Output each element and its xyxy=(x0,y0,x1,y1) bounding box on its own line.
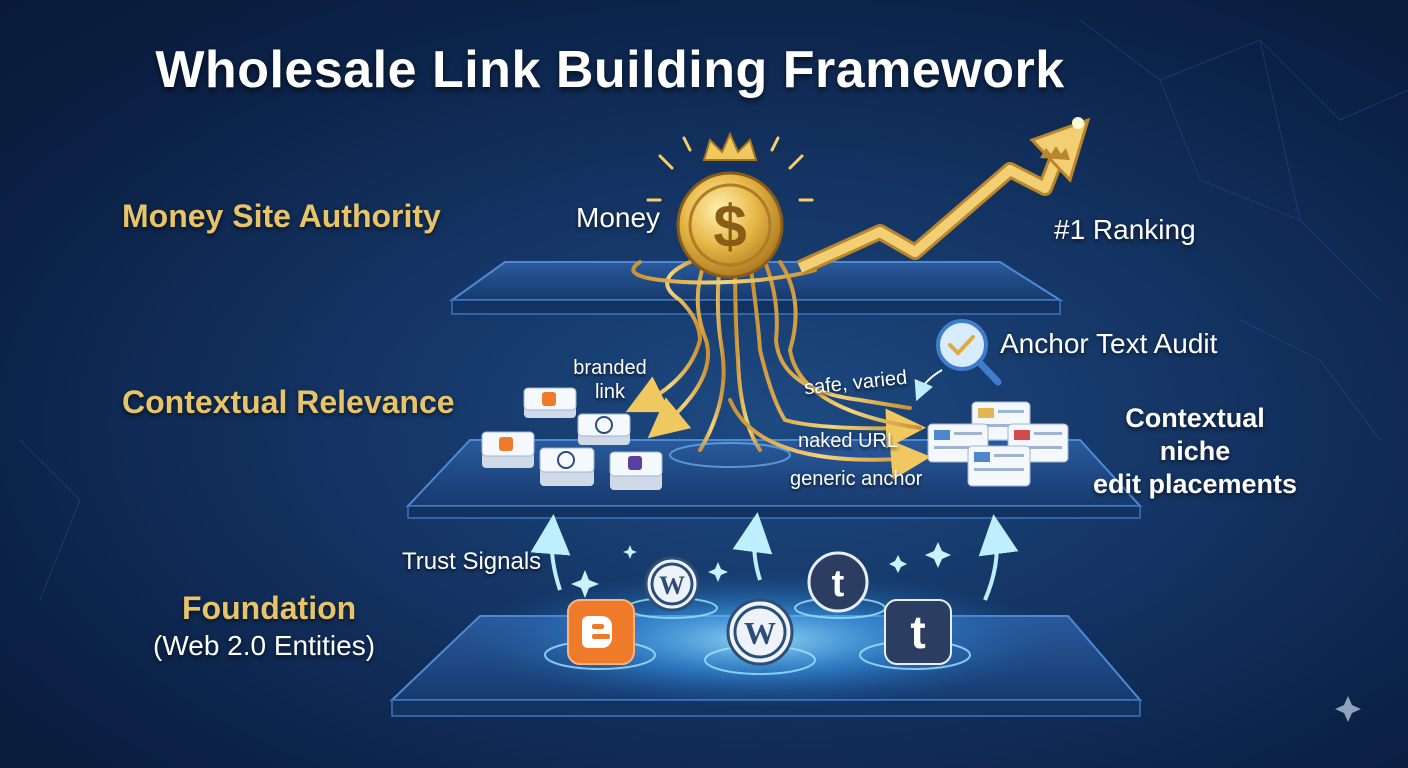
ranking-label: #1 Ranking xyxy=(1054,214,1196,245)
page-title: Wholesale Link Building Framework xyxy=(155,41,1065,99)
stack-blogger-icon xyxy=(523,387,577,418)
web2-stack-icons xyxy=(481,387,663,490)
svg-text:W: W xyxy=(744,615,776,651)
anchor-label-branded: branded link xyxy=(573,357,647,403)
trust-signal-arrows xyxy=(530,512,1019,601)
svg-text:t: t xyxy=(910,606,925,658)
stack-wordpress-icon xyxy=(539,447,595,486)
sparkles xyxy=(571,542,1361,722)
link-flow-lines xyxy=(625,260,931,480)
magnifier-check-icon xyxy=(936,319,1002,386)
ranking-arrow xyxy=(796,117,1091,276)
level-label-foundation: Foundation xyxy=(182,590,357,626)
stack-wordpress-icon xyxy=(577,413,631,445)
anchor-label-naked: naked URL xyxy=(798,430,899,452)
level-sublabel-foundation: (Web 2.0 Entities) xyxy=(153,630,376,661)
anchor-label-generic: generic anchor xyxy=(790,468,923,490)
level-label-contextual: Contextual Relevance xyxy=(122,384,455,420)
network-background xyxy=(19,19,1408,601)
niche-edit-cards xyxy=(927,401,1069,487)
svg-text:W: W xyxy=(659,571,685,600)
tumblr-icon: t xyxy=(807,551,869,613)
svg-text:$: $ xyxy=(713,193,746,260)
svg-text:t: t xyxy=(832,563,845,605)
trust-signals-label: Trust Signals xyxy=(402,548,542,575)
blogger-icon xyxy=(567,599,635,665)
level-label-money-site: Money Site Authority xyxy=(122,198,441,234)
tumblr-icon: t xyxy=(884,599,952,665)
placements-label: Contextual niche edit placements xyxy=(1092,403,1298,499)
wordpress-icon: W xyxy=(726,598,794,666)
stack-blogger-icon xyxy=(481,431,535,468)
money-label: Money xyxy=(576,202,661,233)
wordpress-icon: W xyxy=(644,556,700,612)
stack-tumblr-icon xyxy=(609,451,663,490)
audit-label: Anchor Text Audit xyxy=(1000,328,1218,359)
money-coin-icon: $ xyxy=(646,131,814,279)
